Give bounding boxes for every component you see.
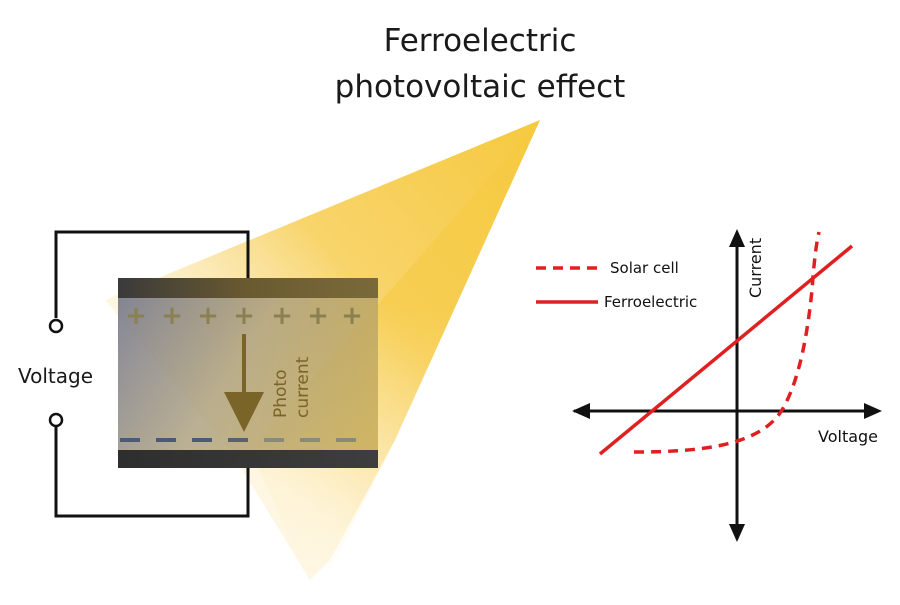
top-electrode xyxy=(118,278,378,298)
positive-charges: + + + + + + + xyxy=(125,301,363,331)
positive-charge: + xyxy=(271,301,293,331)
positive-charge: + xyxy=(125,301,147,331)
title-line-2: photovoltaic effect xyxy=(334,69,626,105)
bottom-electrode xyxy=(118,450,378,468)
top-wire xyxy=(54,230,250,318)
positive-charge: + xyxy=(233,301,255,331)
photocurrent-label: Photo current xyxy=(271,356,313,418)
x-axis-left-arrow xyxy=(572,403,590,419)
ferroelectric-curve xyxy=(598,244,854,456)
y-axis-bottom-arrow xyxy=(729,524,745,542)
x-axis-label: Voltage xyxy=(818,427,878,446)
positive-charge: + xyxy=(161,301,183,331)
y-axis-label: Current xyxy=(746,238,765,298)
legend: Solar cell Ferroelectric xyxy=(536,259,697,311)
photocurrent-label-line1: Photo xyxy=(271,370,291,419)
positive-charge: + xyxy=(307,301,329,331)
top-terminal xyxy=(48,318,64,334)
title-line-1: Ferroelectric xyxy=(383,23,577,59)
iv-chart: Current Voltage Solar cell Ferroelectric xyxy=(536,229,882,542)
positive-charge: + xyxy=(197,301,219,331)
ferroelectric-crystal xyxy=(118,278,378,468)
solar-cell-curve xyxy=(633,231,821,454)
y-axis-top-arrow xyxy=(729,229,745,247)
bottom-terminal xyxy=(48,412,64,428)
bottom-wire xyxy=(54,424,250,518)
x-axis-right-arrow xyxy=(864,403,882,419)
voltage-label: Voltage xyxy=(18,364,93,388)
photocurrent-label-line2: current xyxy=(293,356,313,418)
legend-label-ferroelectric: Ferroelectric xyxy=(604,293,697,311)
diagram-title: Ferroelectric photovoltaic effect xyxy=(300,18,660,110)
external-circuit xyxy=(48,230,250,518)
legend-label-solar-cell: Solar cell xyxy=(610,259,679,277)
positive-charge: + xyxy=(341,301,363,331)
